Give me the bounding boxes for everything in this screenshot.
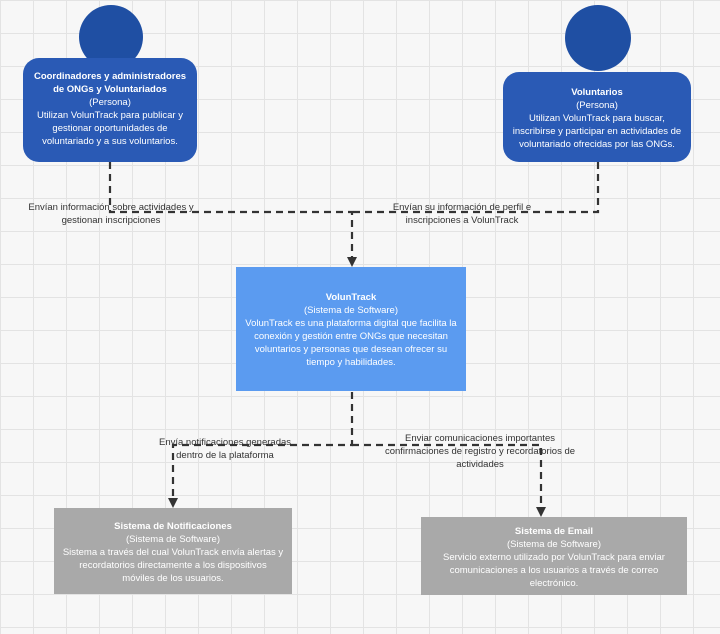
email-kind: (Sistema de Software) [507, 539, 601, 550]
edge-label-email: Enviar comunicaciones importantes confir… [384, 433, 576, 470]
volunteers-name: Voluntarios [571, 87, 623, 98]
email-description: Servicio externo utilizado por VolunTrac… [443, 552, 665, 589]
notifications-system-node[interactable]: Sistema de Notificaciones (Sistema de So… [54, 508, 292, 594]
voluntrack-name: VolunTrack [325, 292, 377, 303]
coordinators-person-node[interactable]: Coordinadores y administradores de ONGs … [23, 58, 197, 162]
edge-coordinators-voluntrack [108, 162, 357, 267]
edge-voluntrack-notifications [168, 392, 354, 508]
edge-label-coordinators: Envían información sobre actividades y g… [28, 202, 194, 226]
email-system-node[interactable]: Sistema de Email (Sistema de Software) S… [421, 517, 687, 595]
voluntrack-kind: (Sistema de Software) [304, 305, 398, 316]
edge-voluntrack-email [352, 443, 546, 517]
email-name: Sistema de Email [514, 526, 594, 537]
coordinators-description: Utilizan VolunTrack para publicar y gest… [37, 110, 183, 147]
volunteers-person-head [565, 5, 631, 71]
edge-volunteers-voluntrack [352, 162, 600, 214]
voluntrack-system-node[interactable]: VolunTrack (Sistema de Software) VolunTr… [236, 267, 466, 391]
coordinators-kind: (Persona) [89, 97, 131, 108]
volunteers-description: Utilizan VolunTrack para buscar, inscrib… [512, 113, 682, 150]
coordinators-name: Coordinadores y administradores de ONGs … [33, 71, 187, 95]
notifications-kind: (Sistema de Software) [126, 534, 220, 545]
voluntrack-description: VolunTrack es una plataforma digital que… [245, 318, 457, 368]
edge-label-notifications: Envía notificaciones generadas dentro de… [158, 437, 292, 461]
edge-label-volunteers: Envían su información de perfil e inscri… [392, 202, 532, 226]
notifications-description: Sistema a través del cual VolunTrack env… [62, 547, 284, 584]
notifications-name: Sistema de Notificaciones [114, 521, 232, 532]
volunteers-person-node[interactable]: Voluntarios (Persona) Utilizan VolunTrac… [503, 72, 691, 162]
volunteers-kind: (Persona) [576, 100, 618, 111]
